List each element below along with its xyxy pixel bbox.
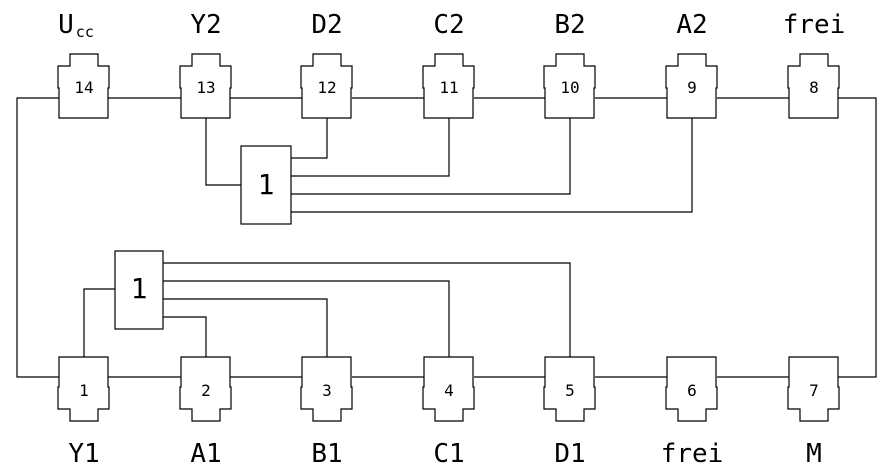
pin-number: 8 bbox=[809, 78, 819, 97]
pin-label: frei bbox=[661, 439, 724, 468]
pin-number: 4 bbox=[444, 381, 454, 400]
pin-body bbox=[665, 53, 718, 119]
pin-body bbox=[787, 53, 840, 119]
pin-body bbox=[787, 356, 840, 422]
top-pin-11: 11 C2 bbox=[422, 10, 475, 119]
gate-lower-symbol: 1 bbox=[131, 272, 148, 305]
gate-upper: 1 bbox=[240, 145, 292, 225]
pin-number: 9 bbox=[687, 78, 697, 97]
lower-gate-wires bbox=[83, 262, 571, 357]
bottom-pin-4: 4C1 bbox=[422, 356, 475, 468]
pin-label: Y1 bbox=[68, 439, 99, 468]
bottom-pin-5: 5D1 bbox=[543, 356, 596, 468]
pin-body bbox=[57, 356, 110, 422]
pin-body bbox=[422, 356, 475, 422]
pin-body bbox=[300, 356, 353, 422]
pin-number: 6 bbox=[687, 381, 697, 400]
pin-number: 3 bbox=[322, 381, 332, 400]
bottom-pin-2: 2A1 bbox=[179, 356, 232, 468]
pin-number: 10 bbox=[560, 78, 579, 97]
pin-number: 14 bbox=[74, 78, 93, 97]
bottom-pin-1: 1Y1 bbox=[57, 356, 110, 468]
pin-body bbox=[179, 356, 232, 422]
pin-body bbox=[543, 53, 596, 119]
chip-body bbox=[16, 97, 877, 378]
gate-upper-symbol: 1 bbox=[258, 168, 275, 201]
pin-label: C2 bbox=[433, 10, 464, 40]
pin-number: 12 bbox=[317, 78, 336, 97]
pin-label: B1 bbox=[311, 439, 342, 468]
top-pin-13: 13 Y2 bbox=[179, 10, 232, 119]
pin-label: frei bbox=[783, 10, 846, 40]
pin-label: M bbox=[806, 439, 822, 468]
pin-number: 2 bbox=[201, 381, 211, 400]
pin-number: 11 bbox=[439, 78, 458, 97]
pin-label: D1 bbox=[554, 439, 585, 468]
pin-number: 7 bbox=[809, 381, 819, 400]
pin-body bbox=[422, 53, 475, 119]
pin-label: Y2 bbox=[190, 10, 221, 40]
pin-body bbox=[57, 53, 110, 119]
pin-body bbox=[665, 356, 718, 422]
pin-number: 1 bbox=[79, 381, 89, 400]
pin-body bbox=[179, 53, 232, 119]
pin-label: A2 bbox=[676, 10, 707, 40]
bottom-pin-6: 6 frei bbox=[661, 356, 724, 468]
pin-body bbox=[300, 53, 353, 119]
pin-number: 5 bbox=[565, 381, 575, 400]
pin-label: B2 bbox=[554, 10, 585, 40]
top-pin-9: 9 A2 bbox=[665, 10, 718, 119]
top-pin-8: 8 frei bbox=[783, 10, 846, 119]
bottom-pin-7: 7M bbox=[787, 356, 840, 468]
upper-gate-wires bbox=[205, 118, 693, 213]
gate-lower: 1 bbox=[114, 250, 164, 330]
top-pin-10: 10 B2 bbox=[543, 10, 596, 119]
pin-label: C1 bbox=[433, 439, 464, 468]
pin-number: 13 bbox=[196, 78, 215, 97]
bottom-pin-3: 3B1 bbox=[300, 356, 353, 468]
top-pin-12: 12 D2 bbox=[300, 10, 353, 119]
pin-label: A1 bbox=[190, 439, 221, 468]
pin-body bbox=[543, 356, 596, 422]
pin-label: D2 bbox=[311, 10, 342, 40]
